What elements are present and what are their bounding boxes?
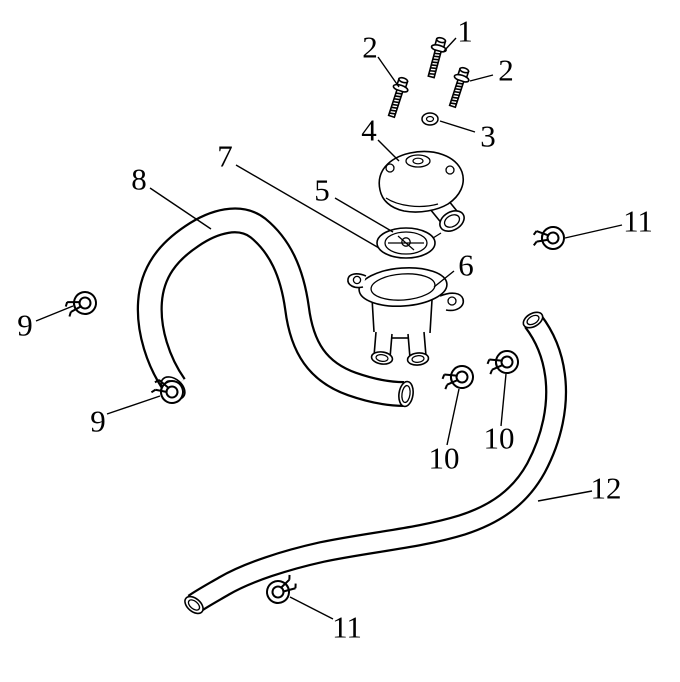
- callout-2-left: 2: [362, 29, 378, 65]
- leader-11-right: [564, 224, 623, 239]
- callout-2-right: 2: [498, 52, 514, 88]
- bolt-top: [423, 35, 450, 80]
- callout-9-upper: 9: [17, 307, 33, 343]
- leader-3: [439, 120, 476, 133]
- hose-clamp-center-left: [439, 363, 476, 393]
- leader-4: [377, 139, 400, 162]
- callout-4: 4: [361, 112, 377, 148]
- callout-11-right: 11: [623, 203, 653, 239]
- callout-6: 6: [458, 247, 474, 283]
- callout-12: 12: [590, 470, 622, 506]
- callout-3: 3: [480, 118, 496, 154]
- bolt-left: [383, 74, 412, 120]
- leader-5: [334, 197, 394, 233]
- thermostat-housing: [347, 266, 465, 366]
- thermostat-cover: [378, 150, 465, 232]
- leader-6: [433, 270, 455, 288]
- callout-7: 7: [217, 138, 233, 174]
- leader-9-lower: [106, 395, 161, 415]
- callout-11-bottom: 11: [332, 609, 362, 645]
- leader-10-right: [500, 373, 507, 427]
- leader-9-upper: [35, 305, 74, 322]
- hose-clamp-upper-right: [531, 224, 566, 251]
- callout-5: 5: [314, 172, 330, 208]
- hose-clamp-upper-left: [62, 288, 100, 320]
- leader-8: [149, 187, 212, 230]
- leader-1: [443, 37, 457, 52]
- callout-9-lower: 9: [90, 403, 106, 439]
- thermostat: [376, 227, 442, 259]
- leader-2-left: [377, 56, 400, 88]
- leader-7: [235, 164, 380, 249]
- callout-10-left: 10: [428, 440, 460, 476]
- callout-8: 8: [131, 161, 147, 197]
- callout-1: 1: [457, 13, 473, 49]
- leader-11-bottom: [289, 596, 334, 620]
- lower-coolant-hose: [184, 311, 568, 615]
- washer: [421, 112, 439, 126]
- bolt-right: [444, 64, 473, 110]
- leader-12: [537, 490, 593, 502]
- leader-lines: [35, 37, 623, 620]
- leader-2-right: [469, 74, 494, 82]
- hose-clamp-center-right: [484, 348, 521, 378]
- upper-coolant-hose: [136, 207, 414, 408]
- callout-10-right: 10: [483, 420, 515, 456]
- leader-10-left: [446, 388, 460, 446]
